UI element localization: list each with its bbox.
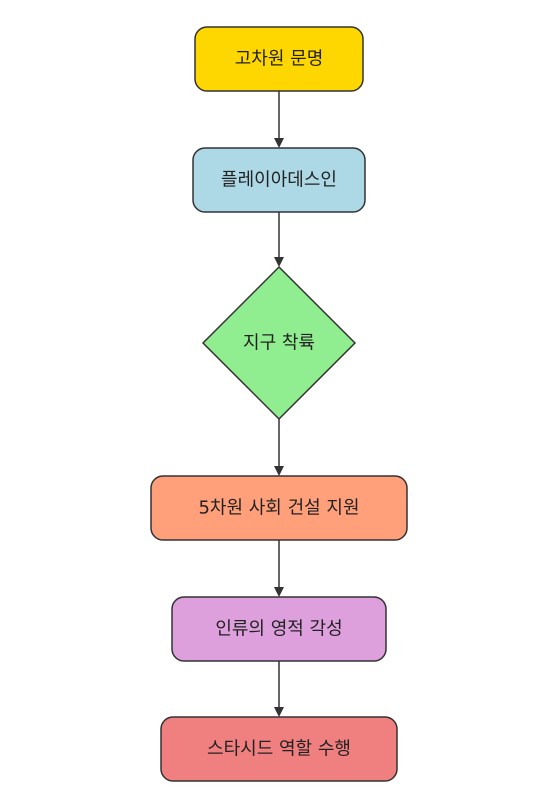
flow-node-3: 지구 착륙 (201, 265, 357, 421)
node-label: 고차원 문명 (235, 49, 324, 70)
node-label: 스타시드 역할 수행 (207, 739, 351, 760)
flow-node-5: 인류의 영적 각성 (171, 596, 387, 662)
flow-arrow-1 (274, 91, 284, 148)
node-label: 5차원 사회 건설 지원 (198, 498, 359, 519)
arrowhead-icon (274, 257, 284, 267)
flow-node-4: 5차원 사회 건설 지원 (150, 475, 408, 541)
flow-node-6: 스타시드 역할 수행 (160, 716, 398, 782)
edges (274, 91, 284, 717)
flow-node-2: 플레이아데스인 (192, 147, 366, 213)
flow-node-1: 고차원 문명 (194, 26, 364, 92)
process-box (150, 475, 408, 541)
process-box (192, 147, 366, 213)
process-box (171, 596, 387, 662)
arrowhead-icon (274, 466, 284, 476)
arrowhead-icon (274, 138, 284, 148)
node-label: 플레이아데스인 (221, 170, 337, 191)
flow-arrow-4 (274, 540, 284, 597)
arrowhead-icon (274, 587, 284, 597)
decision-diamond (201, 265, 357, 421)
node-label: 지구 착륙 (243, 333, 315, 354)
flow-arrow-2 (274, 212, 284, 267)
flow-arrow-3 (274, 419, 284, 476)
process-box (160, 716, 398, 782)
flow-arrow-5 (274, 661, 284, 717)
node-label: 인류의 영적 각성 (215, 619, 342, 640)
arrowhead-icon (274, 707, 284, 717)
process-box (194, 26, 364, 92)
